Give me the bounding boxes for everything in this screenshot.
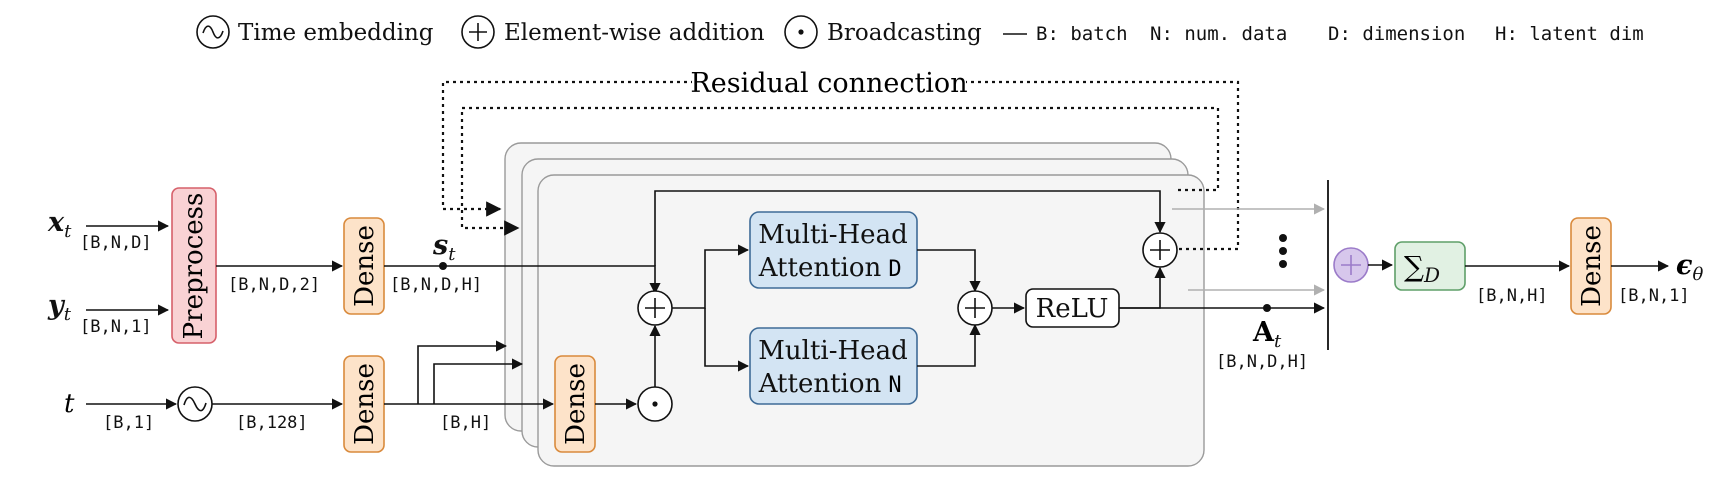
input-y: yt [B,N,1] xyxy=(47,290,170,337)
svg-text:D: D xyxy=(888,257,901,282)
input-x: xt [B,N,D] xyxy=(47,207,170,253)
dense-block-top: Dense xyxy=(343,217,385,315)
sum-block: ∑D xyxy=(1394,241,1466,291)
dense-block-output: Dense xyxy=(1570,217,1612,315)
vertical-ellipsis-icon xyxy=(1279,234,1287,268)
svg-text:xt: xt xyxy=(47,207,72,242)
svg-text:Preprocess: Preprocess xyxy=(179,193,209,340)
add-node-input xyxy=(637,290,673,326)
time-embedding-out-shape: [B,128] xyxy=(236,413,308,433)
add-node-attention xyxy=(957,290,993,326)
t-shape: [B,1] xyxy=(103,413,154,433)
svg-text:Dense: Dense xyxy=(1577,225,1607,307)
broadcasting-icon xyxy=(784,15,818,49)
layer-panel-front xyxy=(537,174,1205,467)
time-branch-shape: [B,H] xyxy=(440,413,491,433)
s-label: st xyxy=(432,230,456,265)
legend: Time embedding Element-wise addition Bro… xyxy=(196,15,1644,49)
svg-text:Multi-Head: Multi-Head xyxy=(758,220,907,250)
svg-text:N: N xyxy=(888,373,901,398)
legend-batch: B: batch xyxy=(1036,23,1128,45)
A-junction xyxy=(1263,304,1271,312)
attention-n-block: Multi-Head Attention N xyxy=(749,327,918,405)
svg-text:Attention: Attention xyxy=(758,253,882,283)
legend-broadcasting: Broadcasting xyxy=(827,20,982,46)
time-embedding-icon xyxy=(196,15,230,49)
svg-text:Dense: Dense xyxy=(350,363,380,445)
sum-out-shape: [B,N,H] xyxy=(1476,286,1548,306)
legend-latent-dim: H: latent dim xyxy=(1495,23,1644,45)
dense-block-bottom: Dense xyxy=(343,355,385,453)
time-embedding-node xyxy=(177,386,213,422)
legend-time-embedding: Time embedding xyxy=(238,20,434,46)
dense-block-inner: Dense xyxy=(554,355,596,453)
svg-text:ReLU: ReLU xyxy=(1036,294,1109,324)
svg-text:t: t xyxy=(64,389,75,419)
s-shape: [B,N,D,H] xyxy=(390,275,482,295)
residual-connection-label: Residual connection xyxy=(690,68,967,99)
output-epsilon: ϵθ xyxy=(1676,250,1703,285)
svg-text:yt: yt xyxy=(47,290,72,325)
input-t: t [B,1] xyxy=(64,389,178,433)
attention-d-block: Multi-Head Attention D xyxy=(749,211,918,289)
legend-elementwise-addition: Element-wise addition xyxy=(504,20,765,46)
y-shape: [B,N,1] xyxy=(80,317,152,337)
svg-text:∑D: ∑D xyxy=(1404,250,1440,287)
residual-connection: Residual connection xyxy=(441,66,1240,251)
addition-icon xyxy=(461,15,495,49)
svg-text:Multi-Head: Multi-Head xyxy=(758,336,907,366)
broadcast-node xyxy=(637,386,673,422)
preprocess-out-shape: [B,N,D,2] xyxy=(228,275,320,295)
preprocess-block: Preprocess xyxy=(171,187,217,344)
svg-text:Dense: Dense xyxy=(561,363,591,445)
add-node-aggregate xyxy=(1333,247,1369,283)
A-label: At xyxy=(1252,317,1282,352)
add-node-residual xyxy=(1142,232,1178,268)
A-shape: [B,N,D,H] xyxy=(1216,352,1308,372)
svg-text:Dense: Dense xyxy=(350,225,380,307)
relu-block: ReLU xyxy=(1025,288,1120,328)
final-out-shape: [B,N,1] xyxy=(1618,286,1690,306)
legend-dimension: D: dimension xyxy=(1328,23,1465,45)
legend-num-data: N: num. data xyxy=(1150,23,1287,45)
x-shape: [B,N,D] xyxy=(80,233,152,253)
svg-text:Attention: Attention xyxy=(758,369,882,399)
